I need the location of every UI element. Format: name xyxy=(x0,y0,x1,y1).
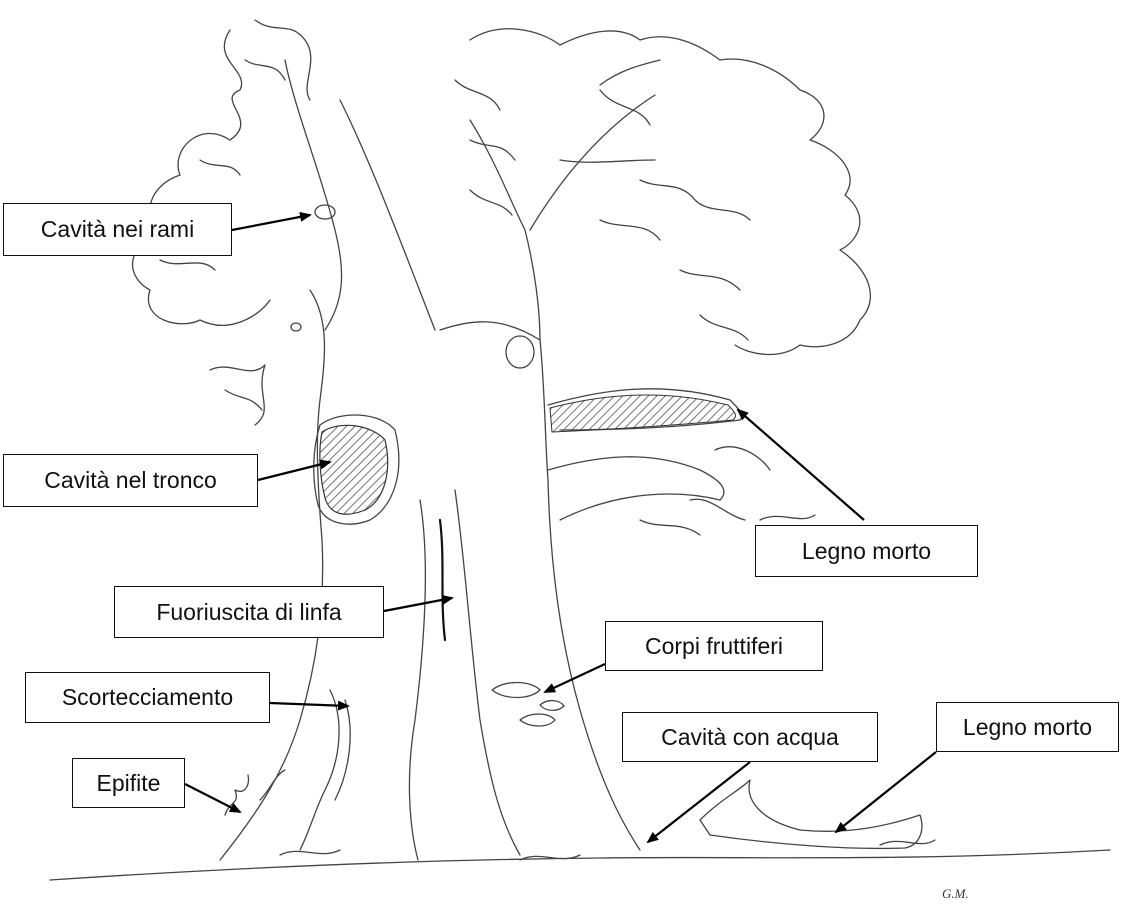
label-corpi-fruttiferi: Corpi fruttiferi xyxy=(605,621,823,671)
arrow-scortecciamento xyxy=(270,703,348,706)
trunk-cavity xyxy=(320,425,388,514)
label-scortecciamento: Scortecciamento xyxy=(25,672,270,723)
label-legno-morto-ramo: Legno morto xyxy=(755,525,978,577)
label-epifite: Epifite xyxy=(72,758,185,808)
arrow-cavita-acqua xyxy=(648,762,750,842)
label-legno-morto-terra: Legno morto xyxy=(936,702,1119,752)
label-cavita-tronco: Cavità nel tronco xyxy=(3,454,258,507)
arrow-cavita-rami xyxy=(232,215,310,230)
arrow-epifite xyxy=(185,784,240,812)
dead-branch xyxy=(550,395,735,432)
label-fuoriuscita-linfa: Fuoriuscita di linfa xyxy=(114,586,384,638)
foliage-left xyxy=(133,30,271,325)
arrow-cavita-tronco xyxy=(258,462,330,480)
arrow-corpi-fruttiferi xyxy=(545,664,605,692)
signature: G.M. xyxy=(942,886,969,902)
label-cavita-rami: Cavità nei rami xyxy=(3,203,232,256)
arrow-legno-morto-ramo xyxy=(738,410,864,520)
foliage-right xyxy=(470,29,870,355)
trunk-outline xyxy=(220,290,324,860)
label-cavita-con-acqua: Cavità con acqua xyxy=(622,712,878,762)
